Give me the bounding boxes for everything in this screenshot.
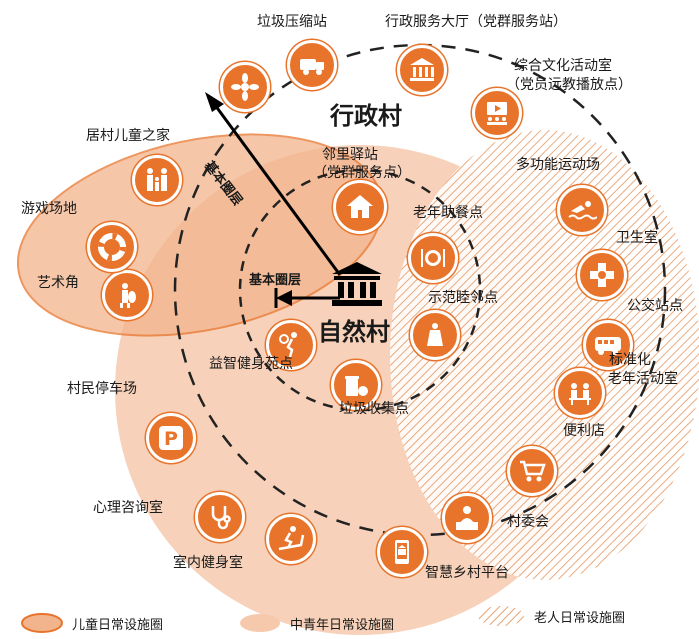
label-parking: 村民停车场 [67, 381, 137, 397]
shopping-cart-icon [507, 446, 557, 496]
legend-youth-label: 中青年日常设施圈 [290, 617, 395, 633]
admin-hall-icon [397, 45, 447, 95]
legend-children-label: 儿童日常设施圈 [72, 617, 164, 633]
neighbor-station-icon [333, 180, 387, 234]
elderly-circle [390, 130, 699, 580]
label-elderly-center-2: 老年活动室 [608, 371, 678, 387]
label-elderly-center-1: 标准化 [609, 352, 651, 368]
label-playground: 游戏场地 [21, 201, 77, 217]
svg-text:P: P [164, 428, 178, 450]
culture-room-icon [472, 88, 522, 138]
garbage-compress-icon [220, 62, 270, 112]
legend-elderly-label: 老人日常设施圈 [534, 610, 626, 626]
treadmill-icon [266, 514, 316, 564]
legend-youth: 中青年日常设施圈 [238, 612, 394, 634]
label-smart-platform: 智慧乡村平台 [425, 565, 509, 581]
label-culture-room-1: 综合文化活动室 [514, 58, 612, 74]
swimming-icon [557, 185, 607, 235]
elderly-activity-icon [555, 368, 605, 418]
bus-icon [583, 320, 633, 370]
label-neighbor-station-2: （党群服务点） [313, 165, 411, 181]
label-admin-hall: 行政服务大厅（党群服务站） [385, 14, 567, 30]
stethoscope-icon [195, 492, 245, 542]
label-store: 便利店 [563, 423, 605, 439]
village-committee-icon [442, 493, 492, 543]
legend-children: 儿童日常设施圈 [20, 612, 163, 634]
inner-ring [238, 168, 482, 412]
label-neighbor-station-1: 邻里驿站 [322, 147, 378, 163]
truck-icon [287, 40, 337, 90]
label-garbage-collect: 垃圾收集点 [339, 401, 409, 417]
parking-icon: P [146, 413, 196, 463]
village-hall-icon [330, 260, 384, 308]
label-elder-meal: 老年助餐点 [413, 205, 483, 221]
label-garbage-compress: 垃圾压缩站 [257, 14, 327, 30]
label-health-room: 卫生室 [616, 230, 658, 246]
admin-village-title: 行政村 [330, 102, 402, 130]
inner-ring-label: 基本圈层 [249, 273, 302, 288]
label-indoor-gym: 室内健身室 [173, 555, 243, 571]
smart-platform-icon [377, 527, 427, 577]
fitness-point-icon [266, 320, 316, 370]
label-sports-ground: 多功能运动场 [516, 157, 600, 173]
legend-elderly: 老人日常设施圈 [476, 604, 625, 628]
outer-radius-arrow [213, 104, 342, 276]
label-bus-stop: 公交站点 [627, 298, 683, 314]
garbage-bin-icon [331, 360, 381, 410]
label-children-home: 居村儿童之家 [86, 128, 170, 144]
natural-village-title: 自然村 [318, 318, 390, 346]
violin-icon [102, 270, 152, 320]
label-art-corner: 艺术角 [37, 275, 79, 291]
label-counseling: 心理咨询室 [93, 500, 163, 516]
health-room-icon [577, 250, 627, 300]
label-culture-room-2: （党员远教播放点） [506, 77, 632, 93]
lifebuoy-icon [87, 222, 137, 272]
neighbor-demo-icon [410, 310, 460, 360]
label-fitness-point: 益智健身苑点 [209, 356, 293, 372]
label-neighbor-demo: 示范睦邻点 [428, 290, 498, 306]
children-home-icon [132, 155, 182, 205]
elder-meal-icon [408, 233, 458, 283]
label-village-committee: 村委会 [507, 514, 549, 530]
